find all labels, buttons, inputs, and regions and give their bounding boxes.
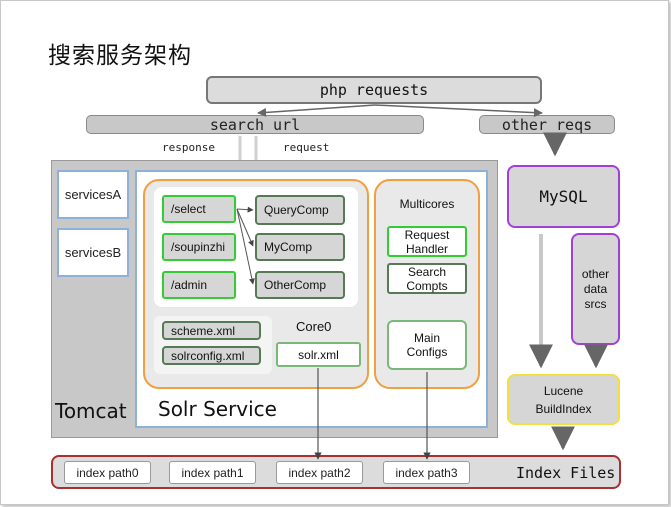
php-to-search-url-arrow (257, 104, 376, 117)
index-path-1: index path1 (169, 461, 256, 484)
tomcat-label: Tomcat (55, 399, 127, 423)
search-compts-box: Search Compts (387, 263, 467, 294)
my-comp-box: MyComp (255, 233, 345, 261)
select-to-mycomp-arrow (236, 208, 254, 247)
index-path-0: index path0 (64, 461, 151, 484)
index-path-3: index path3 (383, 461, 470, 484)
php-to-other-reqs-arrow (374, 104, 543, 118)
page-title: 搜索服务架构 (48, 43, 192, 69)
handler-select: /select (162, 195, 236, 223)
multicores-label: Multicores (399, 197, 455, 211)
select-to-querycomp-arrow (236, 206, 254, 213)
select-to-othercomp-arrow (236, 208, 255, 285)
request-handler-box: Request Handler (387, 226, 467, 257)
index-path-2: index path2 (276, 461, 363, 484)
mysql-box: MySQL (507, 165, 620, 228)
lucene-buildindex-box: Lucene BuildIndex (507, 374, 620, 425)
handler-soupinzhi: /soupinzhi (162, 233, 236, 261)
solrconfig-xml-box: solrconfig.xml (162, 346, 261, 365)
request-label: request (283, 141, 330, 154)
scheme-xml-box: scheme.xml (162, 321, 261, 340)
other-comp-box: OtherComp (255, 271, 345, 299)
services-a-box: servicesA (57, 170, 129, 219)
main-configs-box: Main Configs (387, 320, 467, 370)
query-comp-box: QueryComp (255, 195, 345, 225)
solr-xml-box: solr.xml (276, 342, 361, 367)
response-label: response (162, 141, 215, 154)
php-requests-box: php requests (206, 76, 542, 104)
handler-admin: /admin (162, 271, 236, 299)
other-data-srcs-box: other data srcs (571, 233, 620, 345)
solr-service-label: Solr Service (158, 397, 277, 421)
search-url-bar: search url (86, 115, 424, 134)
index-files-label: Index Files (516, 464, 616, 482)
core0-label: Core0 (296, 319, 332, 334)
services-b-box: servicesB (57, 228, 129, 277)
